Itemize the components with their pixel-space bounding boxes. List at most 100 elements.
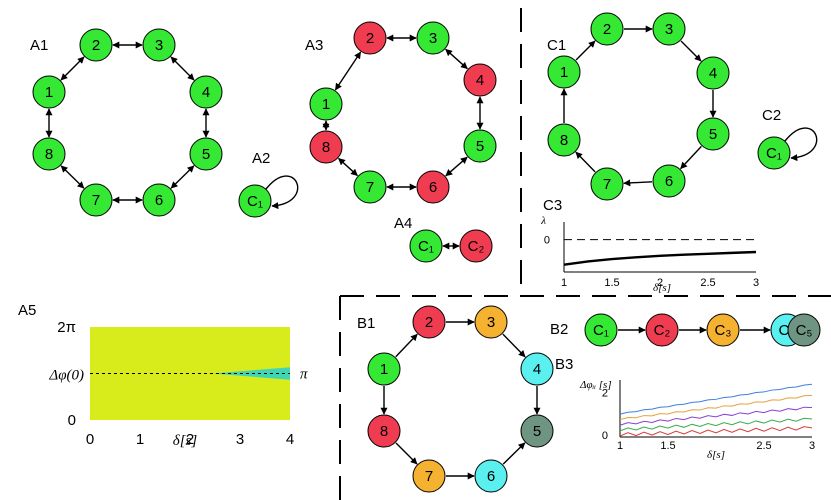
node-c1-7-label: 7 bbox=[603, 176, 611, 193]
node-a3-7-label: 7 bbox=[366, 179, 374, 196]
b3-series-4 bbox=[619, 426, 813, 437]
edge-a3-5-6 bbox=[445, 156, 468, 177]
node-b1-2-label: 2 bbox=[425, 314, 433, 331]
node-c1-1-circle bbox=[547, 55, 581, 89]
node-c1-5: 5 bbox=[696, 117, 730, 151]
node-b1-7: 7 bbox=[412, 459, 446, 493]
chain-node-b2-3-circle bbox=[706, 313, 740, 347]
node-a1-3-label: 3 bbox=[155, 37, 163, 54]
node-a3-4-circle bbox=[463, 63, 497, 97]
node-a3-5-circle bbox=[463, 129, 497, 163]
node-a3-1: 1 bbox=[309, 87, 343, 121]
node-b1-5-label: 5 bbox=[533, 423, 541, 440]
node-a1-4-label: 4 bbox=[202, 84, 210, 101]
node-a3-2: 2 bbox=[353, 21, 387, 55]
node-a3-3-label: 3 bbox=[429, 30, 437, 47]
node-c1-1: 1 bbox=[547, 55, 581, 89]
node-c1-3-circle bbox=[652, 12, 686, 46]
node-b1-8: 8 bbox=[367, 414, 401, 448]
self-loop-arrow-a2 bbox=[265, 175, 299, 210]
node-c1-1-label: 1 bbox=[560, 64, 568, 81]
b3-xtick-4: 3 bbox=[809, 440, 815, 452]
node-b1-7-circle bbox=[412, 459, 446, 493]
node-a3-3: 3 bbox=[416, 21, 450, 55]
graph-c1: 1 2 3 4 5 6 7 8 bbox=[547, 12, 730, 201]
edge-a1-1-2 bbox=[60, 56, 85, 81]
node-a3-6-label: 6 bbox=[429, 179, 437, 196]
edge-a3-3-4 bbox=[445, 48, 468, 70]
panel-label-c1: C1 bbox=[547, 37, 566, 54]
node-c1-6-label: 6 bbox=[665, 173, 673, 190]
node-c1-5-circle bbox=[696, 117, 730, 151]
chain-node-b2-5: C₅ bbox=[787, 313, 821, 347]
self-loop-c2: C₁ bbox=[757, 127, 818, 170]
node-a1-1-circle bbox=[32, 75, 66, 109]
panel-label-b3: B3 bbox=[555, 356, 573, 373]
node-a3-6-circle bbox=[416, 170, 450, 204]
a5-cyan-wedge bbox=[212, 367, 290, 380]
node-a1-7: 7 bbox=[79, 183, 113, 217]
node-a1-7-label: 7 bbox=[92, 192, 100, 209]
node-a1-8-circle bbox=[32, 137, 66, 171]
chain-node-b2-2: C₂ bbox=[645, 313, 679, 347]
edge-c1-1-2 bbox=[575, 40, 596, 61]
panel-label-a1: A1 bbox=[30, 37, 48, 54]
node-a3-7-circle bbox=[353, 170, 387, 204]
edge-b1-6-5 bbox=[502, 442, 526, 465]
node-a3-3-circle bbox=[416, 21, 450, 55]
node-c1-3-label: 3 bbox=[665, 21, 673, 38]
node-a1-1: 1 bbox=[32, 75, 66, 109]
node-b1-6: 6 bbox=[474, 459, 508, 493]
c3-xlabel: δ[s] bbox=[653, 282, 671, 294]
chain-node-b2-1-label: C₁ bbox=[593, 322, 609, 339]
chain-node-b2-2-circle bbox=[645, 313, 679, 347]
node-b1-4-circle bbox=[520, 352, 554, 386]
a5-xtick-4: 4 bbox=[286, 431, 294, 448]
chain-node-b2-1: C₁ bbox=[584, 313, 618, 347]
node-c1-8-circle bbox=[547, 123, 581, 157]
a5-xtick-1: 1 bbox=[136, 431, 144, 448]
node-a1-8-label: 8 bbox=[45, 146, 53, 163]
edge-a1-3-4 bbox=[170, 56, 195, 81]
node-a3-5: 5 bbox=[463, 129, 497, 163]
panel-label-c2: C2 bbox=[762, 107, 781, 124]
node-c1-3: 3 bbox=[652, 12, 686, 46]
chain-node-b2-2-label: C₂ bbox=[654, 322, 671, 339]
panel-label-c3: C3 bbox=[543, 197, 562, 214]
node-a3-8-label: 8 bbox=[322, 139, 330, 156]
node-b1-2: 2 bbox=[412, 305, 446, 339]
node-b1-7-label: 7 bbox=[425, 468, 433, 485]
node-b1-6-label: 6 bbox=[487, 468, 495, 485]
edge-a3-1-2 bbox=[334, 51, 362, 91]
node-a3-2-label: 2 bbox=[366, 30, 374, 47]
b3-xtick-0: 1 bbox=[617, 440, 623, 452]
panel-label-a4: A4 bbox=[394, 215, 412, 232]
node-c1-8-label: 8 bbox=[560, 132, 568, 149]
node-b1-3-label: 3 bbox=[487, 314, 495, 331]
node-a1-6-circle bbox=[142, 183, 176, 217]
chain-node-a4-1-label: C₁ bbox=[418, 238, 434, 255]
c3-lambda-line bbox=[563, 250, 757, 266]
node-a1-5: 5 bbox=[189, 137, 223, 171]
c3-xtick-4: 3 bbox=[753, 277, 759, 289]
node-b1-1-circle bbox=[367, 352, 401, 386]
node-c1-2-label: 2 bbox=[603, 21, 611, 38]
node-a2-c1: C₁ bbox=[238, 184, 272, 218]
node-a3-7: 7 bbox=[353, 170, 387, 204]
c3-xtick-0: 1 bbox=[561, 277, 567, 289]
a5-ytick-0: 0 bbox=[68, 412, 76, 429]
b3-ytick-0: 0 bbox=[602, 430, 608, 442]
node-a1-6-label: 6 bbox=[155, 192, 163, 209]
node-a1-2-circle bbox=[79, 28, 113, 62]
node-c1-4-label: 4 bbox=[709, 65, 717, 82]
node-a3-5-label: 5 bbox=[476, 138, 484, 155]
panel-label-b2: B2 bbox=[550, 321, 568, 338]
chain-node-b2-3-label: C₃ bbox=[715, 322, 732, 339]
node-c1-8: 8 bbox=[547, 123, 581, 157]
node-a1-8: 8 bbox=[32, 137, 66, 171]
